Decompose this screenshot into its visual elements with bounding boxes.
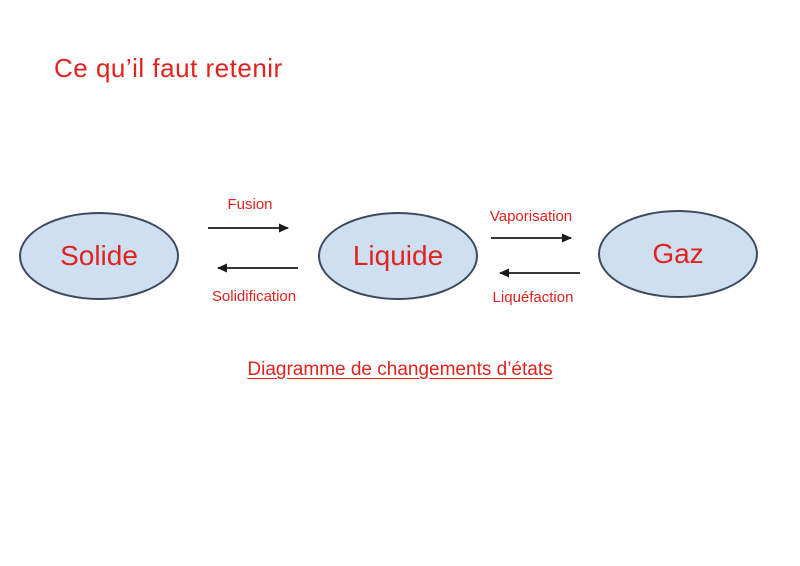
slide-title: Ce qu’il faut retenir <box>54 53 283 83</box>
state-ellipse-liquide: Liquide <box>318 212 478 300</box>
transition-label-solidification: Solidification <box>211 288 297 305</box>
transition-label-liquefaction: Liquéfaction <box>492 289 574 306</box>
state-ellipse-gaz: Gaz <box>598 210 758 298</box>
transition-label-fusion: Fusion <box>227 196 273 213</box>
diagram-caption: Diagramme de changements d’états <box>247 359 553 380</box>
state-label-liquide: Liquide <box>352 240 444 271</box>
transition-label-vaporisation: Vaporisation <box>489 208 573 225</box>
state-label-gaz: Gaz <box>652 238 704 269</box>
state-ellipse-solide: Solide <box>19 212 179 300</box>
state-label-solide: Solide <box>60 240 138 271</box>
